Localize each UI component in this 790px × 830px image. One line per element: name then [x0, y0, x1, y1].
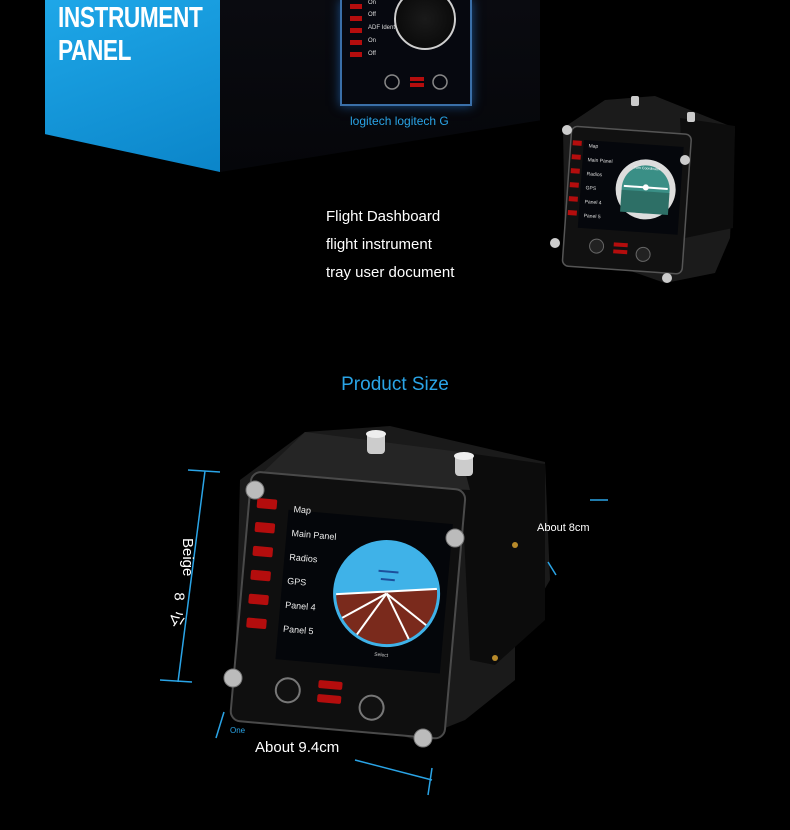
- knob-icons: [384, 74, 448, 90]
- product-image-small: Map Main Panel Radios GPS Panel 4 Panel …: [550, 96, 735, 283]
- screen-label: Off: [368, 51, 376, 57]
- menu-label: Radios: [586, 171, 602, 178]
- box-screen-image: On Off ADF Ident On Off: [340, 0, 472, 106]
- gauge-icon: [394, 0, 456, 50]
- red-button: [350, 28, 362, 33]
- red-button: [350, 40, 362, 45]
- feature-text: flight instrument: [326, 236, 432, 253]
- menu-label: Panel 5: [283, 624, 314, 637]
- menu-label: Map: [293, 504, 311, 515]
- menu-label: Panel 4: [285, 600, 316, 613]
- screen-label: ADF Ident: [368, 25, 396, 31]
- feature-text: tray user document: [326, 264, 455, 281]
- product-image-large: Map Main Panel Radios GPS Panel 4 Panel …: [223, 426, 550, 748]
- box-caption: logitech logitech G: [350, 114, 449, 128]
- depth-label: About 8cm: [537, 522, 590, 534]
- red-button: [350, 4, 362, 9]
- height-value: 8: [170, 592, 188, 601]
- screen-label: On: [368, 0, 377, 6]
- height-char: 公: [166, 608, 188, 629]
- menu-label: Map: [588, 143, 598, 150]
- height-label-group: Beige 8 公: [166, 536, 208, 636]
- menu-label: Panel 5: [583, 213, 601, 220]
- menu-label: Main Panel: [587, 157, 612, 165]
- menu-label: GPS: [287, 576, 307, 588]
- width-tick-label: One: [230, 726, 246, 735]
- height-label: Beige: [179, 538, 196, 577]
- screen-label: On: [368, 38, 377, 44]
- feature-text: Flight Dashboard: [326, 208, 441, 225]
- section-title: Product Size: [341, 374, 449, 395]
- red-button: [350, 16, 362, 21]
- menu-label: Main Panel: [291, 528, 337, 542]
- menu-label: Radios: [289, 552, 318, 564]
- screen-header: Turn Coordinator: [634, 166, 661, 172]
- screen-footer: Select: [374, 652, 389, 659]
- width-label: About 9.4cm: [255, 739, 340, 756]
- box-title: INSTRUMENT PANEL: [58, 2, 203, 67]
- menu-label: Panel 4: [584, 199, 602, 206]
- red-button: [350, 52, 362, 57]
- screen-label: Off: [368, 12, 376, 18]
- menu-label: GPS: [585, 185, 597, 192]
